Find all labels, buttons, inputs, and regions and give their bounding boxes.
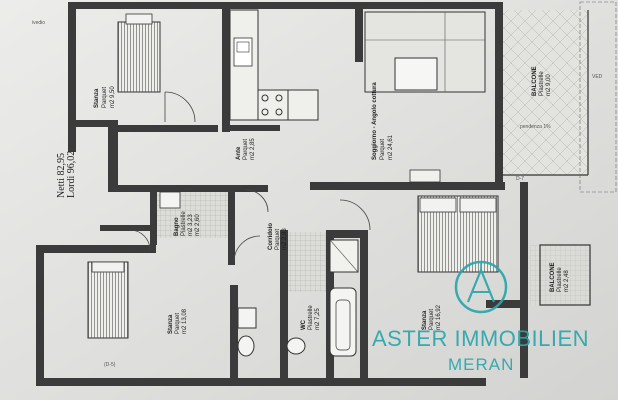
svg-text:m2 2,60: m2 2,60 [195, 214, 201, 236]
mark-d7: D-7 [516, 176, 524, 182]
kitchen-counter [229, 9, 319, 121]
svg-text:WC: WC [301, 319, 307, 330]
room-ante: Ante Parquet m2 2,85 [236, 138, 256, 160]
room-corridoio: Corridoio Parquet m2 2,83 [268, 223, 288, 250]
svg-text:Piastrelle: Piastrelle [181, 211, 187, 236]
svg-text:Piastrelle: Piastrelle [539, 71, 545, 96]
corner-label: ivedio [32, 20, 45, 26]
mark-ved: VED [592, 74, 603, 80]
svg-text:m2 3,23: m2 3,23 [188, 214, 194, 236]
svg-text:Corridoio: Corridoio [268, 223, 274, 250]
svg-text:BALCONE: BALCONE [550, 262, 556, 292]
wc-floor [285, 232, 327, 292]
aster-logo: ASTER IMMOBILIEN MERAN [372, 260, 589, 374]
svg-text:Soggiorno - Angolo cottura: Soggiorno - Angolo cottura [372, 82, 378, 160]
svg-text:Stanza: Stanza [168, 314, 174, 334]
balcony-top-floor [500, 10, 588, 175]
svg-text:BALCONE: BALCONE [532, 66, 538, 96]
svg-text:Stanza: Stanza [422, 310, 428, 330]
bed-top [117, 21, 161, 93]
svg-text:Parquet: Parquet [380, 139, 386, 160]
room-soggiorno: Soggiorno - Angolo cottura Parquet m2 24… [372, 82, 394, 160]
sofa [364, 11, 486, 93]
aster-circle-a-icon [454, 260, 508, 314]
svg-text:m2 2,83: m2 2,83 [282, 228, 288, 250]
svg-text:m2 2,48: m2 2,48 [564, 270, 570, 292]
netti-label: Netti 82,95 [56, 153, 67, 198]
svg-text:Parquet: Parquet [102, 87, 108, 108]
room-stanza-top: Stanza Parquet m2 9,50 [94, 86, 116, 108]
bed-bottom-right [417, 195, 499, 273]
svg-text:m2 2,85: m2 2,85 [250, 138, 256, 160]
bed-bottom-left [87, 261, 129, 339]
svg-text:Parquet: Parquet [175, 313, 181, 334]
logo-city: MERAN [448, 355, 514, 374]
svg-text:m2 24,61: m2 24,61 [388, 134, 394, 160]
svg-text:Parquet: Parquet [429, 309, 435, 330]
svg-text:m2 16,92: m2 16,92 [436, 304, 442, 330]
room-balcone-top: BALCONE Piastrelle m2 9,00 [532, 66, 552, 96]
svg-text:Parquet: Parquet [243, 139, 249, 160]
room-bagno: Bagno Piastrelle m2 3,23 m2 2,60 [174, 211, 201, 236]
mark-pendenza: pendenza 1% [520, 124, 551, 130]
svg-text:m2 13,08: m2 13,08 [182, 308, 188, 334]
svg-text:m2 9,50: m2 9,50 [110, 86, 116, 108]
svg-text:Parquet: Parquet [275, 229, 281, 250]
svg-text:Stanza: Stanza [94, 88, 100, 108]
logo-name: ASTER IMMOBILIEN [372, 326, 589, 351]
room-wc: WC Piastrelle m2 7,25 [301, 305, 321, 330]
lordi-label: Lordi 96,02 [66, 151, 77, 198]
table [409, 169, 441, 183]
svg-text:Piastrelle: Piastrelle [557, 267, 563, 292]
room-balcone-bottom: BALCONE Piastrelle m2 2,48 [550, 262, 570, 292]
bathroom-fixtures [159, 191, 359, 357]
room-stanza-bottom-right: Stanza Parquet m2 16,92 [422, 304, 442, 330]
svg-text:m2 7,25: m2 7,25 [315, 308, 321, 330]
svg-text:Bagno: Bagno [174, 217, 180, 236]
mark-d5: (D-5) [104, 362, 116, 368]
room-stanza-bottom-left: Stanza Parquet m2 13,08 [168, 308, 188, 334]
door-arc [164, 91, 196, 123]
svg-text:Piastrelle: Piastrelle [308, 305, 314, 330]
svg-text:Ante: Ante [236, 146, 242, 160]
svg-text:m2 9,00: m2 9,00 [546, 74, 552, 96]
